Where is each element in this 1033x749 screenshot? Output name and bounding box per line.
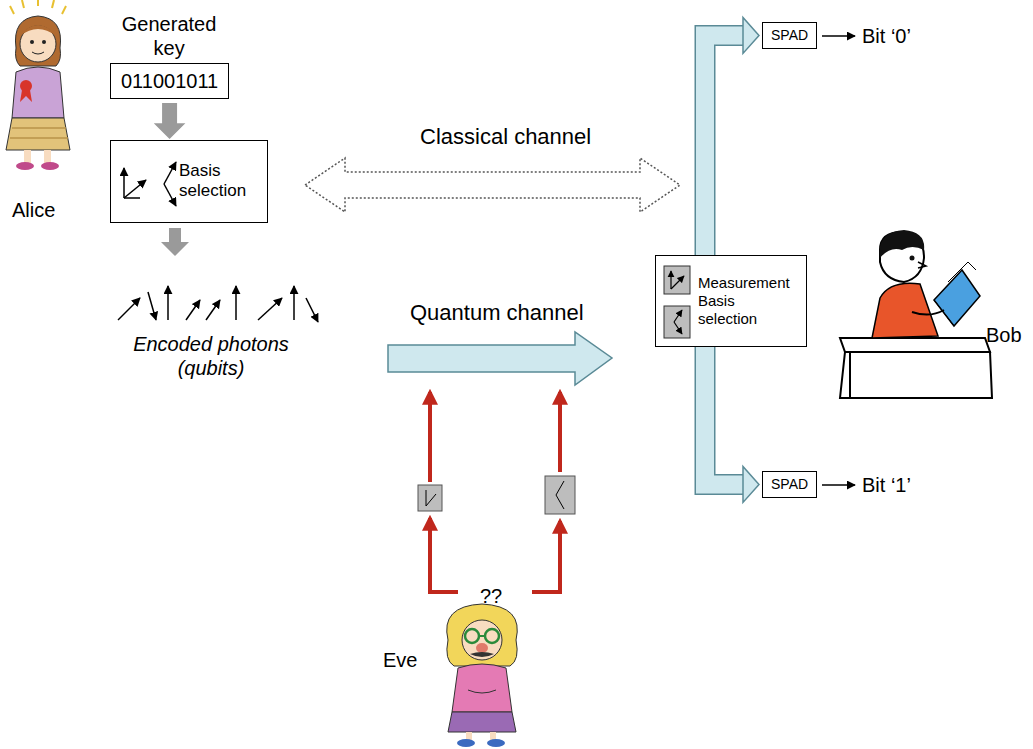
box-text: 011001011 — [121, 69, 218, 93]
detector-path — [705, 347, 759, 502]
quantum-channel-arrow — [388, 332, 612, 385]
connector-body — [705, 347, 744, 484]
box-text: SPAD — [771, 27, 808, 44]
alice-figure — [6, 0, 70, 170]
channel-label: Quantum channel — [410, 300, 584, 326]
arrow-head — [156, 124, 184, 138]
photon-arrows — [118, 286, 318, 322]
detector-path — [705, 17, 759, 255]
box-text: Measurement Basis selection — [698, 274, 798, 328]
basis-symbols — [124, 162, 176, 206]
box-text: Basis selection — [179, 161, 259, 202]
connector-outline — [705, 35, 744, 255]
spad-detector: SPAD — [762, 471, 817, 498]
eve-measurement — [418, 392, 575, 592]
connector-outline — [162, 103, 177, 125]
photons-caption: Encoded photons (qubits) — [126, 332, 296, 380]
measurement-box: Measurement Basis selection — [655, 255, 807, 347]
connector-body — [164, 103, 176, 125]
box-heading: Generated key — [104, 12, 234, 60]
bit-arrows — [822, 36, 855, 485]
unknown-mark: ?? — [480, 584, 502, 608]
spad-detector: SPAD — [762, 22, 817, 49]
box-text: SPAD — [771, 476, 808, 493]
person-name: Eve — [383, 648, 417, 672]
bit-label: Bit ‘0’ — [862, 24, 911, 48]
classical-channel-arrow — [305, 158, 680, 212]
arrow-head — [743, 466, 759, 502]
eve-figure — [447, 604, 518, 747]
basis-box: Basis selection — [110, 140, 268, 223]
bit-label: Bit ‘1’ — [862, 473, 911, 497]
bob-figure — [840, 230, 992, 398]
process-arrow — [156, 103, 184, 138]
measurement-symbols — [664, 266, 690, 338]
connector-outline — [705, 347, 744, 484]
channel-label: Classical channel — [420, 124, 591, 150]
arrow-head — [743, 17, 759, 53]
encode-arrow — [161, 228, 189, 256]
connector-body — [705, 35, 744, 255]
person-name: Alice — [12, 198, 55, 222]
person-name: Bob — [986, 323, 1022, 347]
key-box: Generated key011001011 — [110, 63, 229, 99]
